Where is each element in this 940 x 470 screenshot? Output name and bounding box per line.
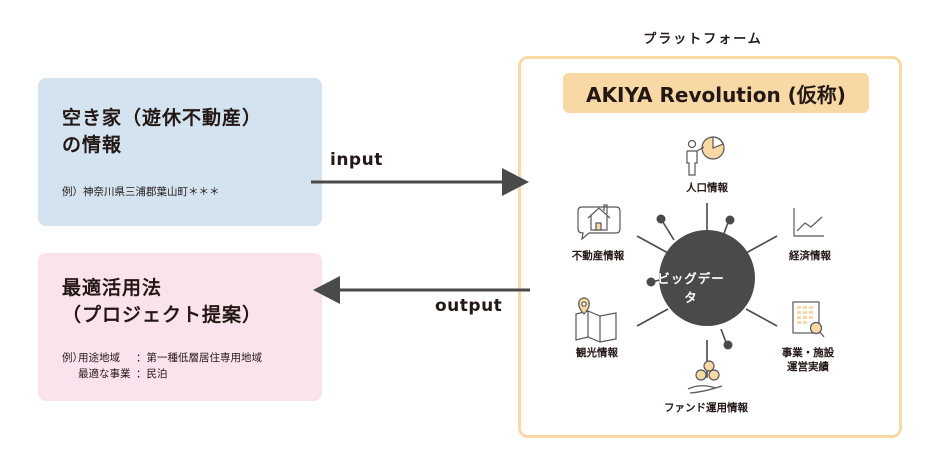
big-data-hub — [659, 230, 755, 326]
presentation-pie-chart-icon — [686, 136, 725, 176]
spoke — [745, 308, 778, 327]
example-label: 用途地域 — [78, 352, 120, 364]
input-arrow-label: input — [330, 150, 383, 170]
input-example: 例）神奈川県三浦郡葉山町＊＊＊ — [62, 186, 220, 198]
house-speech-bubble-icon — [577, 204, 621, 241]
node-economy: 経済情報 — [789, 250, 831, 262]
spoke-dots — [646, 214, 735, 350]
input-info-box: 空き家（遊休不動産） の情報 例）神奈川県三浦郡葉山町＊＊＊ — [38, 78, 322, 226]
node-real-estate: 不動産情報 — [571, 250, 625, 262]
node-fund: ファンド運用情報 — [664, 402, 748, 414]
platform-frame — [518, 56, 902, 438]
output-example: 例） 用途地域 ： 第一種低層居住専用地域 最適な事業 ： 民泊 — [62, 350, 262, 382]
example-separator: ： — [136, 368, 147, 380]
input-box-title: 空き家（遊休不動産） の情報 — [62, 105, 262, 159]
output-title-line2: （プロジェクト提案） — [62, 304, 263, 326]
node-business-line1: 事業・施設 — [781, 347, 835, 359]
node-business-line2: 運営実績 — [787, 361, 829, 373]
input-title-line2: の情報 — [62, 134, 123, 156]
spoke-dot — [723, 340, 733, 350]
platform-label: プラットフォーム — [643, 32, 763, 47]
output-title-line1: 最適活用法 — [62, 277, 163, 299]
spoke — [636, 308, 669, 327]
input-arrow — [311, 168, 529, 196]
example-separator: ： — [136, 352, 147, 364]
platform-name-banner: AKIYA Revolution (仮称) — [563, 73, 869, 113]
example-value: 民泊 — [146, 368, 168, 380]
spoke — [745, 235, 778, 254]
spoke-dot — [646, 277, 656, 287]
map-pin-icon — [575, 297, 617, 343]
example-label: 最適な事業 — [78, 368, 131, 380]
big-data-label: ビッグデータ — [657, 271, 725, 305]
output-arrow-label: output — [435, 296, 503, 316]
coins-hand-icon — [687, 360, 723, 394]
example-value: 第一種低層居住専用地域 — [146, 352, 263, 364]
example-prefix: 例） — [62, 352, 83, 364]
node-business: 事業・施設 運営実績 — [782, 346, 835, 374]
output-proposal-box: 最適活用法 （プロジェクト提案） 例） 用途地域 ： 第一種低層居住専用地域 最… — [38, 253, 322, 401]
spoke-dot — [656, 214, 666, 224]
output-arrow — [313, 276, 530, 304]
example-row: 例） 用途地域 ： 第一種低層居住専用地域 — [62, 350, 262, 366]
line-graph-icon — [793, 208, 824, 237]
output-box-title: 最適活用法 （プロジェクト提案） — [62, 275, 262, 329]
example-row: 最適な事業 ： 民泊 — [62, 366, 262, 382]
spoke-dot — [725, 215, 735, 225]
input-title-line1: 空き家（遊休不動産） — [62, 107, 263, 129]
node-population: 人口情報 — [686, 182, 728, 194]
node-tourism: 観光情報 — [576, 347, 618, 359]
document-magnifier-icon — [792, 301, 825, 338]
spoke — [636, 235, 669, 254]
